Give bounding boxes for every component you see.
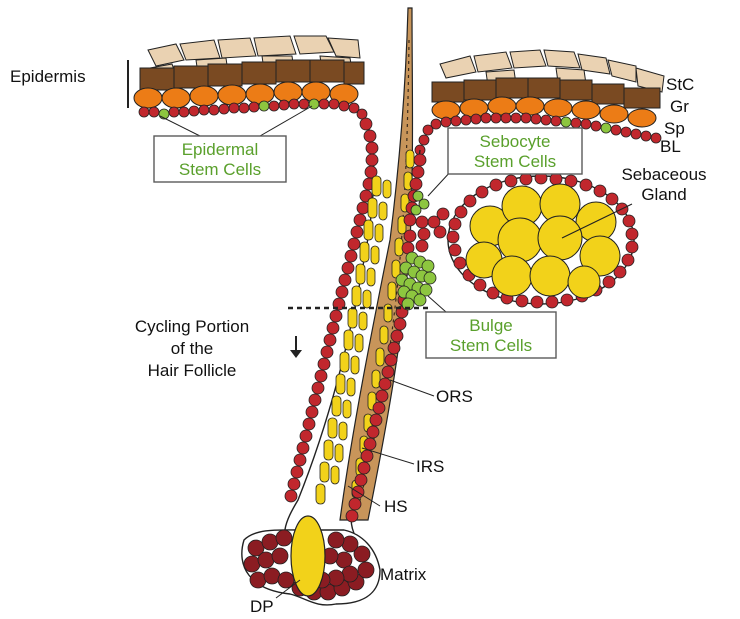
- epidermal-stem-pointer-left: [160, 116, 200, 136]
- bulge-stem-label-line2: Stem Cells: [450, 336, 532, 355]
- epidermis-label: Epidermis: [10, 67, 86, 86]
- hs-label: HS: [384, 497, 408, 516]
- bulge-stem-label-line1: Bulge: [469, 316, 512, 335]
- dp-label: DP: [250, 597, 274, 616]
- stc-label: StC: [666, 75, 694, 94]
- follicle-bulb: [242, 516, 380, 605]
- bulge-pointer-line: [428, 296, 446, 312]
- cycling-label-line2: of the: [171, 339, 214, 358]
- epidermal-stem-label-line2: Stem Cells: [179, 160, 261, 179]
- left-epidermis: [134, 36, 367, 119]
- cycling-arrow-icon: [290, 350, 302, 358]
- epidermal-stem-label-line1: Epidermal: [182, 140, 259, 159]
- irs-label: IRS: [416, 457, 444, 476]
- cycling-label-line1: Cycling Portion: [135, 317, 249, 336]
- ors-pointer-line: [390, 380, 434, 396]
- sebaceous-label-line2: Gland: [641, 185, 686, 204]
- dermal-papilla: [291, 516, 325, 596]
- matrix-label: Matrix: [380, 565, 427, 584]
- cycling-label-line3: Hair Follicle: [148, 361, 237, 380]
- epidermal-stem-pointer-right: [260, 106, 312, 136]
- sebocyte-stem-label-line2: Stem Cells: [474, 152, 556, 171]
- sp-label: Sp: [664, 119, 685, 138]
- ors-label: ORS: [436, 387, 473, 406]
- bl-label: BL: [660, 137, 681, 156]
- sebaceous-gland: [428, 172, 638, 308]
- sebocyte-stem-label-line1: Sebocyte: [480, 132, 551, 151]
- sebaceous-label-line1: Sebaceous: [621, 165, 706, 184]
- gr-label: Gr: [670, 97, 689, 116]
